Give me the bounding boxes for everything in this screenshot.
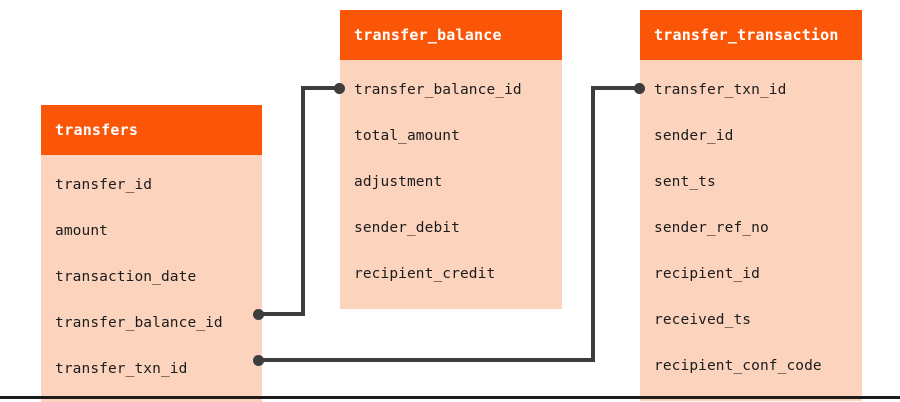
entity-transfer-balance-title: transfer_balance <box>340 10 562 60</box>
field-row[interactable]: transfer_txn_id <box>654 82 787 98</box>
connector-1-target-dot-overlay <box>334 83 345 94</box>
connector-1-segment-bottom <box>258 312 305 316</box>
field-row[interactable]: adjustment <box>354 174 443 190</box>
field-row[interactable]: total_amount <box>354 128 460 144</box>
entity-transfers[interactable]: transfers transfer_id amount transaction… <box>41 105 262 402</box>
connector-1-source-dot-overlay <box>253 309 264 320</box>
field-row[interactable]: recipient_credit <box>354 266 496 282</box>
field-row[interactable]: recipient_id <box>654 266 760 282</box>
field-row[interactable]: received_ts <box>654 312 752 328</box>
field-row[interactable]: transaction_date <box>55 269 197 285</box>
field-row[interactable]: transfer_id <box>55 177 153 193</box>
entity-transfer-balance[interactable]: transfer_balance transfer_balance_id tot… <box>340 10 562 309</box>
entity-transfers-fields: transfer_id amount transaction_date tran… <box>41 155 262 402</box>
connector-1-segment-vertical <box>301 86 305 314</box>
connector-2-segment-bottom <box>258 358 595 362</box>
bottom-divider <box>0 396 900 399</box>
field-row[interactable]: sent_ts <box>654 174 716 190</box>
entity-transfer-transaction-fields: transfer_txn_id sender_id sent_ts sender… <box>640 60 862 401</box>
field-row[interactable]: transfer_balance_id <box>55 315 223 331</box>
connector-2-source-dot-overlay <box>253 355 264 366</box>
entity-transfer-transaction-title: transfer_transaction <box>640 10 862 60</box>
entity-transfers-title: transfers <box>41 105 262 155</box>
field-row[interactable]: sender_debit <box>354 220 460 236</box>
field-row[interactable]: amount <box>55 223 108 239</box>
entity-transfer-transaction[interactable]: transfer_transaction transfer_txn_id sen… <box>640 10 862 401</box>
field-row[interactable]: transfer_txn_id <box>55 361 188 377</box>
field-row[interactable]: recipient_conf_code <box>654 358 822 374</box>
connector-1-segment-top <box>301 86 343 90</box>
field-row[interactable]: transfer_balance_id <box>354 82 522 98</box>
connector-2-segment-top <box>591 86 643 90</box>
field-row[interactable]: sender_id <box>654 128 734 144</box>
connector-2-target-dot-overlay <box>634 83 645 94</box>
field-row[interactable]: sender_ref_no <box>654 220 769 236</box>
connector-2-segment-vertical <box>591 86 595 362</box>
entity-transfer-balance-fields: transfer_balance_id total_amount adjustm… <box>340 60 562 309</box>
